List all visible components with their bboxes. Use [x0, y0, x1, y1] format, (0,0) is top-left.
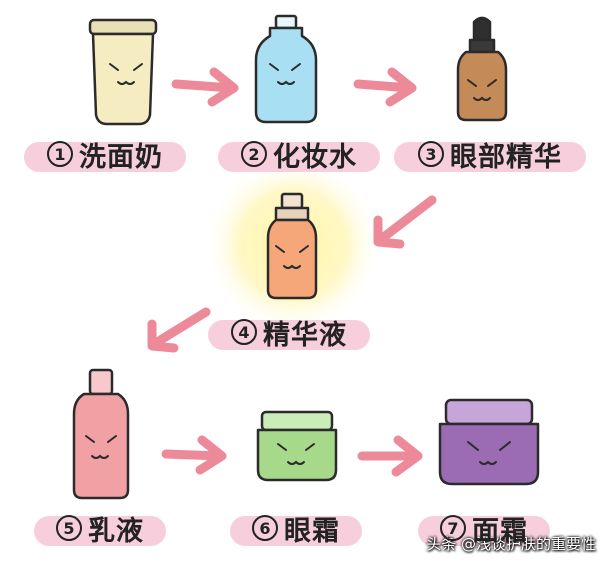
- serum-bottle-icon: [266, 192, 318, 300]
- step-number: 6: [252, 515, 278, 541]
- cleanser-tube-icon: [88, 18, 158, 126]
- step-number: 7: [440, 515, 466, 541]
- step-number: 1: [47, 141, 73, 167]
- face-serum-icon: [275, 245, 309, 269]
- cute-faces: [85, 63, 511, 465]
- face-eye-cream-icon: [277, 443, 315, 465]
- step-label-2: 2 化妆水: [218, 134, 380, 174]
- step-label-7: 7 面霜: [418, 508, 550, 548]
- face-lotion-icon: [85, 435, 117, 459]
- arrow-right-icon: [161, 435, 227, 475]
- step-number: 3: [418, 141, 444, 167]
- watermark: 头条 @浅谈护肤的重要性: [426, 535, 596, 553]
- step-label-4: 4 精华液: [208, 312, 370, 352]
- step-name: 洗面奶: [79, 141, 163, 173]
- step-number: 2: [241, 141, 267, 167]
- step-name: 乳液: [88, 515, 144, 547]
- face-face-cream-icon: [467, 441, 511, 465]
- step-label-1: 1 洗面奶: [24, 134, 186, 174]
- step-label-6: 6 眼霜: [230, 508, 362, 548]
- arrow-down-left-icon: [373, 195, 437, 249]
- arrow-right-icon: [357, 435, 423, 477]
- step-number: 5: [56, 515, 82, 541]
- face-cleanser-icon: [109, 63, 143, 85]
- face-toner-icon: [269, 63, 301, 85]
- eye-serum-dropper-icon: [456, 16, 508, 122]
- flow-arrows: [147, 67, 437, 477]
- step-name: 面霜: [472, 515, 528, 547]
- face-cream-jar-icon: [438, 398, 540, 486]
- step-name: 眼霜: [284, 515, 340, 547]
- step-name: 眼部精华: [450, 141, 562, 173]
- step-name: 精华液: [263, 319, 347, 351]
- eye-cream-jar-icon: [256, 410, 338, 482]
- step-label-3: 3 眼部精华: [394, 134, 586, 174]
- step-number: 4: [231, 319, 257, 345]
- toner-bottle-icon: [254, 14, 318, 124]
- step-label-5: 5 乳液: [34, 508, 166, 548]
- lotion-bottle-icon: [72, 368, 130, 500]
- step-name: 化妆水: [273, 141, 357, 173]
- face-eye-serum-icon: [467, 79, 497, 101]
- arrow-right-icon: [353, 67, 417, 107]
- arrow-down-left-icon: [147, 307, 211, 353]
- arrow-right-icon: [171, 67, 239, 107]
